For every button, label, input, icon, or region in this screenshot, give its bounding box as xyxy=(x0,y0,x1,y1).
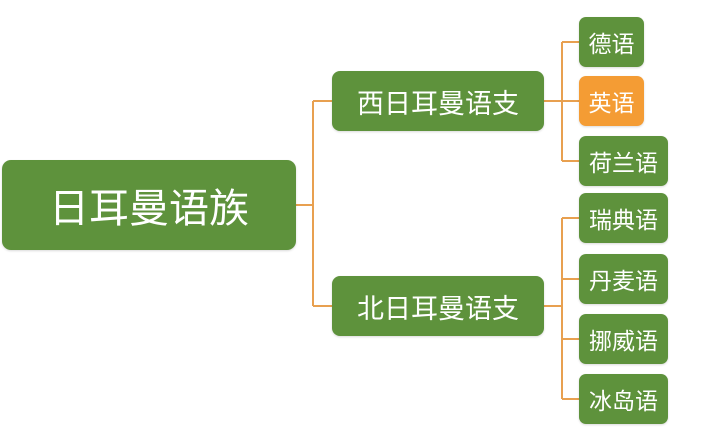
branch-node-west-germanic[interactable]: 西日耳曼语支 xyxy=(332,71,544,131)
leaf-node-norwegian[interactable]: 挪威语 xyxy=(579,314,668,364)
leaf-node-swedish[interactable]: 瑞典语 xyxy=(579,193,668,243)
leaf-node-english[interactable]: 英语 xyxy=(579,76,644,126)
leaf-node-icelandic[interactable]: 冰岛语 xyxy=(579,374,668,424)
leaf-node-danish[interactable]: 丹麦语 xyxy=(579,254,668,304)
leaf-node-dutch[interactable]: 荷兰语 xyxy=(579,136,668,186)
branch-node-north-germanic[interactable]: 北日耳曼语支 xyxy=(332,276,544,336)
leaf-node-german[interactable]: 德语 xyxy=(579,17,644,67)
root-node[interactable]: 日耳曼语族 xyxy=(2,160,296,250)
